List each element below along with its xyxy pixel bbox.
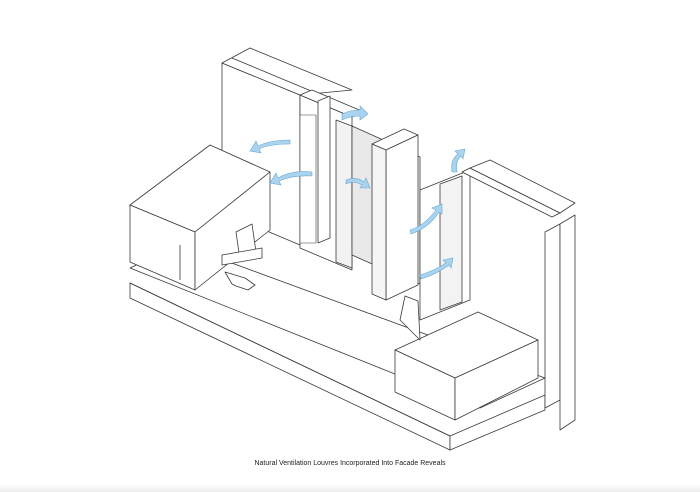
right-wall: [461, 159, 576, 431]
office-chair-icon: [221, 223, 263, 291]
airflow-arrow-icon: [269, 171, 313, 186]
airflow-arrow-icon: [419, 257, 454, 280]
airflow-arrows: [249, 105, 466, 280]
left-desk: [129, 144, 271, 291]
right-louvre-column: [419, 169, 471, 321]
airflow-arrow-icon: [341, 105, 369, 121]
figure-caption: Natural Ventilation Louvres Incorporated…: [254, 460, 446, 467]
page-bottom-shadow: [0, 484, 700, 492]
middle-mullion: [371, 128, 419, 301]
left-louvre-column: [299, 89, 365, 271]
right-desk: [394, 295, 539, 421]
airflow-arrow-icon: [345, 177, 371, 189]
airflow-arrow-icon: [249, 139, 291, 154]
louvre-panel-icon: [299, 114, 317, 244]
airflow-arrow-icon: [451, 148, 466, 173]
airflow-arrow-icon: [409, 203, 443, 235]
